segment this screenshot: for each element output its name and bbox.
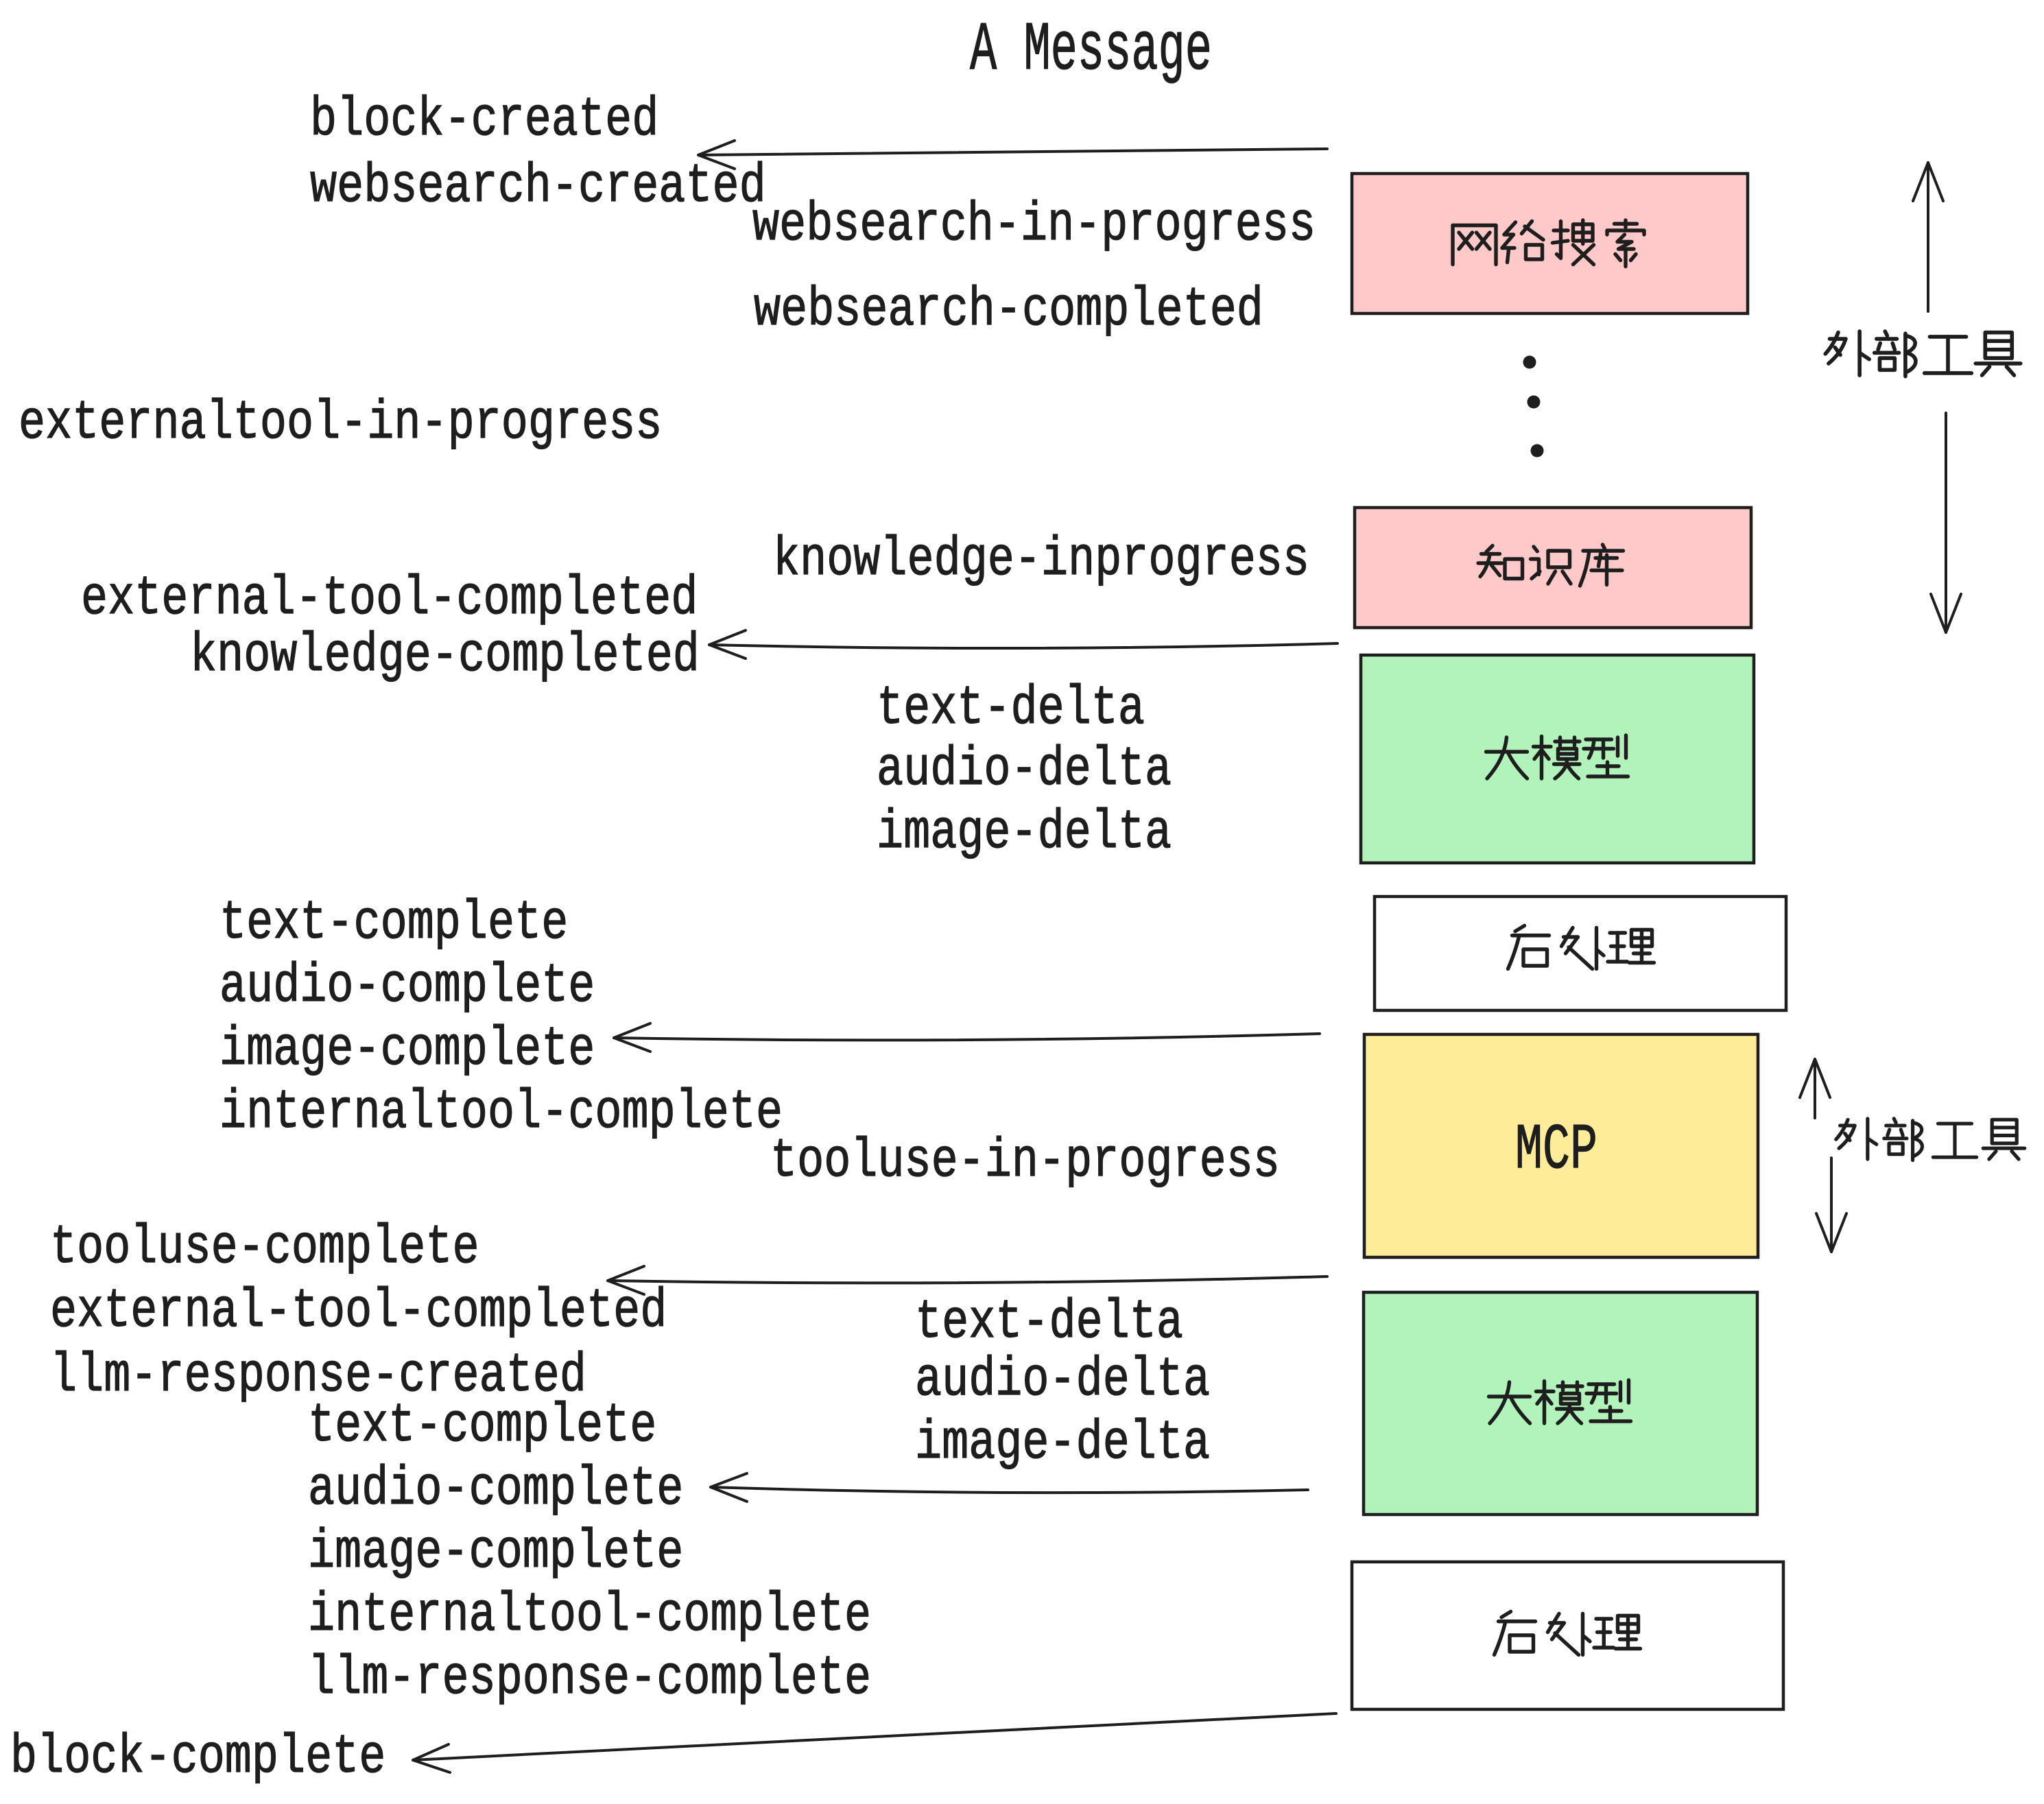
svg-text:websearch-in-progress: websearch-in-progress xyxy=(752,194,1316,257)
svg-text:image-delta: image-delta xyxy=(915,1412,1210,1475)
svg-text:knowledge-completed: knowledge-completed xyxy=(190,625,700,687)
svg-text:image-complete: image-complete xyxy=(219,1019,595,1081)
svg-text:internaltool-complete: internaltool-complete xyxy=(308,1585,871,1647)
svg-text:image-delta: image-delta xyxy=(877,802,1172,864)
svg-text:audio-delta: audio-delta xyxy=(877,739,1172,801)
svg-text:knowledge-inprogress: knowledge-inprogress xyxy=(773,529,1309,591)
svg-text:audio-delta: audio-delta xyxy=(915,1349,1210,1412)
svg-text:audio-complete: audio-complete xyxy=(308,1458,683,1521)
svg-text:websearch-completed: websearch-completed xyxy=(754,279,1263,342)
svg-text:internaltool-complete: internaltool-complete xyxy=(219,1082,783,1144)
svg-text:websearch-created: websearch-created xyxy=(310,156,766,218)
svg-text:audio-complete: audio-complete xyxy=(219,956,595,1018)
svg-text:llm-response-complete: llm-response-complete xyxy=(308,1648,871,1710)
svg-text:text-complete: text-complete xyxy=(219,892,568,955)
svg-text:tooluse-in-progress: tooluse-in-progress xyxy=(770,1130,1280,1193)
svg-text:block-created: block-created xyxy=(310,89,658,152)
svg-text:A Message: A Message xyxy=(970,12,1212,90)
svg-text:external-tool-completed: external-tool-completed xyxy=(81,568,698,630)
svg-text:text-complete: text-complete xyxy=(308,1395,656,1458)
svg-text:tooluse-complete: tooluse-complete xyxy=(50,1217,479,1279)
svg-text:text-delta: text-delta xyxy=(877,678,1145,740)
svg-text:block-complete: block-complete xyxy=(10,1726,385,1789)
svg-text:text-delta: text-delta xyxy=(915,1292,1183,1354)
svg-text:external-tool-completed: external-tool-completed xyxy=(50,1281,667,1343)
svg-text:image-complete: image-complete xyxy=(308,1521,683,1584)
svg-text:externaltool-in-progress: externaltool-in-progress xyxy=(19,392,662,455)
svg-text:MCP: MCP xyxy=(1515,1115,1597,1187)
svg-text:llm-response-created: llm-response-created xyxy=(50,1345,586,1408)
